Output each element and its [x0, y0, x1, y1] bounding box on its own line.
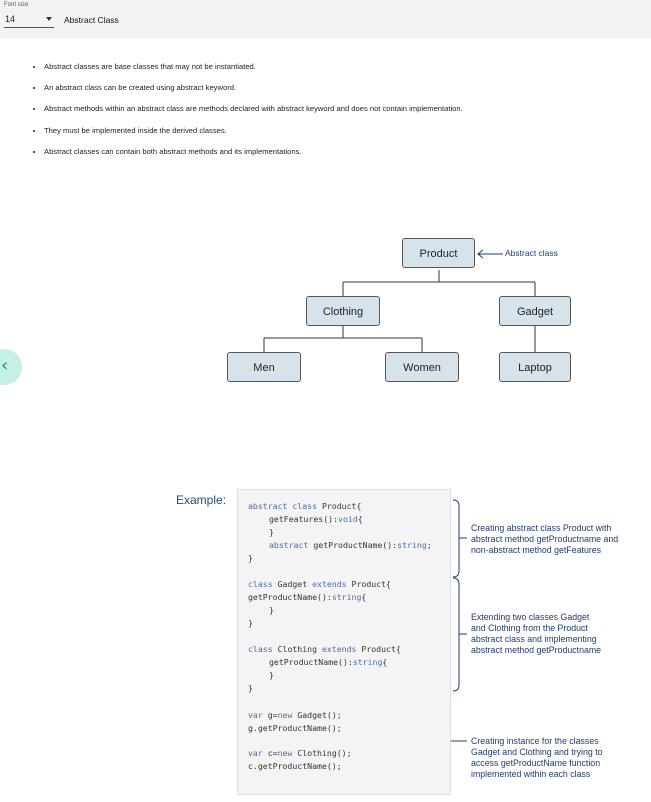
- font-size-label: Font size: [4, 2, 29, 8]
- example-label: Example:: [176, 493, 227, 507]
- bullet-list: Abstract classes are base classes that m…: [30, 57, 463, 163]
- code-line: c.getProductName();: [248, 761, 342, 771]
- code-line: }: [269, 605, 274, 615]
- annotation-creating-instances: Creating instance for the classes Gadget…: [471, 736, 603, 779]
- bullet-item: An abstract class can be created using a…: [44, 78, 463, 99]
- node-gadget: Gadget: [499, 296, 571, 326]
- font-size-value: 14: [5, 14, 16, 24]
- page-title: Abstract Class: [64, 15, 119, 25]
- bullet-item: They must be implemented inside the deri…: [44, 121, 463, 142]
- code-line: }: [248, 553, 253, 563]
- code-block: abstract class Product{ getFeatures():vo…: [237, 489, 451, 795]
- abstract-class-label: Abstract class: [505, 248, 558, 258]
- code-line: }: [269, 527, 274, 537]
- bullet-item: Abstract methods within an abstract clas…: [44, 99, 463, 120]
- code-line: var g=new Gadget();: [248, 710, 342, 720]
- node-product: Product: [402, 238, 475, 268]
- node-women: Women: [385, 352, 459, 382]
- node-clothing: Clothing: [306, 296, 380, 326]
- code-line: var c=new Clothing();: [248, 748, 352, 758]
- chevron-down-icon: [46, 17, 52, 21]
- code-line: g.getProductName();: [248, 723, 342, 733]
- chevron-left-icon: ‹: [1, 355, 9, 376]
- code-line: }: [269, 670, 274, 680]
- code-line: getFeatures():void{: [269, 514, 363, 524]
- code-line: abstract getProductName():string;: [269, 540, 432, 550]
- code-line: getProductName():string{: [269, 657, 388, 667]
- node-laptop: Laptop: [499, 352, 571, 382]
- node-men: Men: [227, 352, 301, 382]
- previous-button[interactable]: ‹: [0, 349, 22, 385]
- code-line: class Clothing extends Product{: [248, 644, 401, 654]
- code-line: }: [248, 683, 253, 693]
- bullet-item: Abstract classes are base classes that m…: [44, 57, 463, 78]
- annotation-extending-classes: Extending two classes Gadget and Clothin…: [471, 612, 602, 655]
- annotation-abstract-class: Creating abstract class Product with abs…: [471, 523, 619, 555]
- bullet-item: Abstract classes can contain both abstra…: [44, 142, 463, 163]
- code-line: }: [248, 618, 253, 628]
- toolbar: Font size 14 Abstract Class: [0, 0, 651, 38]
- code-line: getProductName():string{: [248, 592, 367, 602]
- code-line: abstract class Product{: [248, 501, 362, 511]
- code-line: class Gadget extends Product{: [248, 579, 391, 589]
- font-size-select[interactable]: 14: [4, 11, 54, 28]
